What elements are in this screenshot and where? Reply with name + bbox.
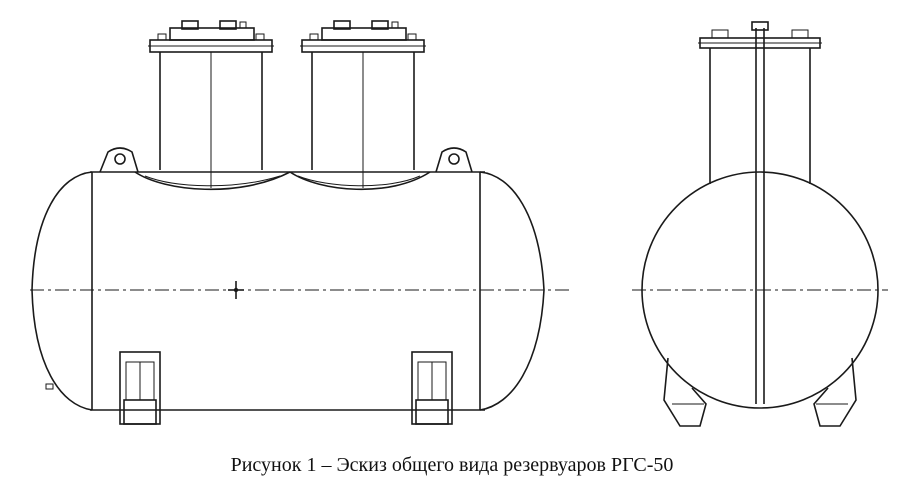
neck-2 (289, 52, 431, 191)
end-view (632, 21, 888, 427)
shell-circle (641, 171, 879, 409)
drain-fitting (45, 383, 54, 390)
support-left (119, 351, 161, 425)
tank-body (90, 171, 485, 411)
neck-1-flange (148, 20, 274, 53)
center-mark (228, 281, 244, 299)
support-right (411, 351, 453, 425)
side-view (30, 20, 570, 425)
neck-1 (134, 52, 291, 191)
end-view-flange (698, 29, 822, 49)
figure-caption: Рисунок 1 – Эскиз общего вида резервуаро… (230, 454, 674, 476)
end-view-neck (709, 48, 811, 184)
left-head (31, 171, 93, 411)
end-support-left (663, 357, 707, 427)
right-head (479, 171, 545, 411)
end-support-right (813, 357, 857, 427)
lifting-lug-right (435, 147, 473, 173)
neck-2-flange (300, 20, 426, 53)
vertical-pipe (751, 21, 769, 404)
lifting-lug-left (99, 147, 139, 173)
